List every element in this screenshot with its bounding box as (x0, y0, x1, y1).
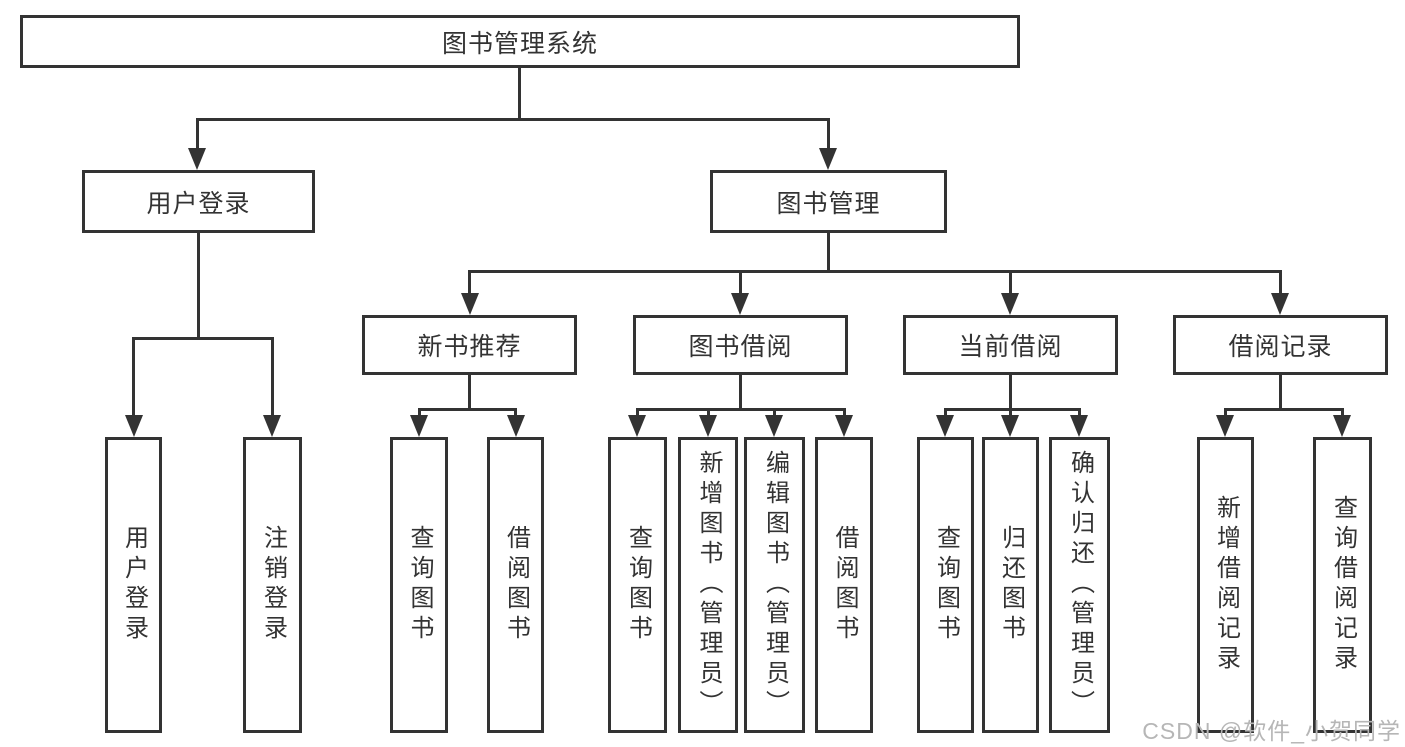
node-root: 图书管理系统 (20, 15, 1020, 68)
leaf-user-login-label: 用户登录 (120, 525, 148, 645)
leaf-borrow-books: 借阅图书 (815, 437, 873, 733)
leaf-edit-book-admin: 编辑图书（管理员） (744, 437, 805, 733)
leaf-confirm-return-admin-label: 确认归还（管理员） (1066, 450, 1094, 720)
node-root-label: 图书管理系统 (441, 29, 598, 58)
arrowhead-down-icon (263, 415, 281, 437)
node-book-management: 图书管理 (710, 170, 947, 233)
leaf-logout-label: 注销登录 (259, 525, 287, 645)
node-user-login-label: 用户登录 (146, 189, 251, 218)
leaf-add-book-admin-label: 新增图书（管理员） (695, 450, 722, 720)
connector-line (1078, 408, 1081, 417)
leaf-add-borrow-record-label: 新增借阅记录 (1212, 495, 1240, 675)
connector-line (271, 337, 274, 417)
connector-line (468, 270, 471, 298)
node-new-book-recommend: 新书推荐 (362, 315, 577, 375)
connector-line (518, 68, 521, 121)
leaf-query-books-borrow-label: 查询图书 (624, 525, 652, 645)
connector-line (739, 375, 742, 410)
arrowhead-down-icon (1216, 415, 1234, 437)
connector-line (1224, 408, 1344, 411)
connector-line (944, 408, 947, 417)
connector-line (944, 408, 1081, 411)
leaf-borrow-books-label: 借阅图书 (831, 525, 858, 645)
arrowhead-down-icon (628, 415, 646, 437)
connector-line (468, 270, 1282, 273)
arrowhead-down-icon (1333, 415, 1351, 437)
connector-line (196, 118, 199, 150)
connector-line (418, 408, 421, 417)
arrowhead-down-icon (461, 293, 479, 315)
leaf-edit-book-admin-label: 编辑图书（管理员） (761, 450, 789, 720)
node-borrow-records: 借阅记录 (1173, 315, 1388, 375)
leaf-return-book: 归还图书 (982, 437, 1039, 733)
arrowhead-down-icon (835, 415, 853, 437)
leaf-query-books-recommend: 查询图书 (390, 437, 448, 733)
leaf-confirm-return-admin: 确认归还（管理员） (1049, 437, 1110, 733)
node-book-management-label: 图书管理 (776, 189, 881, 218)
arrowhead-down-icon (699, 415, 717, 437)
arrowhead-down-icon (1070, 415, 1088, 437)
connector-line (843, 408, 846, 417)
connector-line (773, 408, 776, 417)
connector-line (827, 233, 830, 273)
leaf-borrow-books-recommend: 借阅图书 (487, 437, 544, 733)
arrowhead-down-icon (936, 415, 954, 437)
arrowhead-down-icon (731, 293, 749, 315)
leaf-user-login: 用户登录 (105, 437, 162, 733)
leaf-query-borrow-record-label: 查询借阅记录 (1329, 495, 1357, 675)
leaf-query-books-current-label: 查询图书 (932, 525, 960, 645)
connector-line (468, 375, 471, 410)
leaf-add-borrow-record: 新增借阅记录 (1197, 437, 1254, 733)
leaf-query-borrow-record: 查询借阅记录 (1313, 437, 1372, 733)
connector-line (707, 408, 710, 417)
connector-line (1009, 270, 1012, 298)
connector-line (132, 337, 274, 340)
leaf-logout: 注销登录 (243, 437, 302, 733)
node-new-book-recommend-label: 新书推荐 (417, 333, 522, 361)
leaf-return-book-label: 归还图书 (997, 525, 1025, 645)
connector-line (197, 233, 200, 340)
node-book-borrow-label: 图书借阅 (688, 333, 793, 361)
arrowhead-down-icon (1271, 293, 1289, 315)
connector-line (636, 408, 639, 417)
node-book-borrow: 图书借阅 (633, 315, 848, 375)
connector-line (1009, 375, 1012, 410)
connector-line (1279, 375, 1282, 410)
node-current-borrow-label: 当前借阅 (958, 333, 1063, 361)
connector-line (1224, 408, 1227, 417)
leaf-borrow-books-recommend-label: 借阅图书 (502, 525, 530, 645)
arrowhead-down-icon (125, 415, 143, 437)
leaf-query-books-current: 查询图书 (917, 437, 974, 733)
connector-line (739, 270, 742, 298)
connector-line (196, 118, 830, 121)
arrowhead-down-icon (819, 148, 837, 170)
leaf-add-book-admin: 新增图书（管理员） (678, 437, 738, 733)
node-user-login: 用户登录 (82, 170, 315, 233)
connector-line (827, 118, 830, 150)
arrowhead-down-icon (507, 415, 525, 437)
connector-line (514, 408, 517, 417)
connector-line (636, 408, 846, 411)
arrowhead-down-icon (410, 415, 428, 437)
connector-line (132, 337, 135, 417)
arrowhead-down-icon (765, 415, 783, 437)
connector-line (1009, 408, 1012, 417)
leaf-query-books-borrow: 查询图书 (608, 437, 667, 733)
connector-line (1341, 408, 1344, 417)
arrowhead-down-icon (188, 148, 206, 170)
arrowhead-down-icon (1001, 415, 1019, 437)
leaf-query-books-recommend-label: 查询图书 (406, 525, 433, 645)
node-borrow-records-label: 借阅记录 (1228, 333, 1333, 361)
watermark: CSDN @软件_小贺同学 (1142, 718, 1401, 744)
node-current-borrow: 当前借阅 (903, 315, 1118, 375)
connector-line (418, 408, 517, 411)
arrowhead-down-icon (1001, 293, 1019, 315)
connector-line (1279, 270, 1282, 298)
